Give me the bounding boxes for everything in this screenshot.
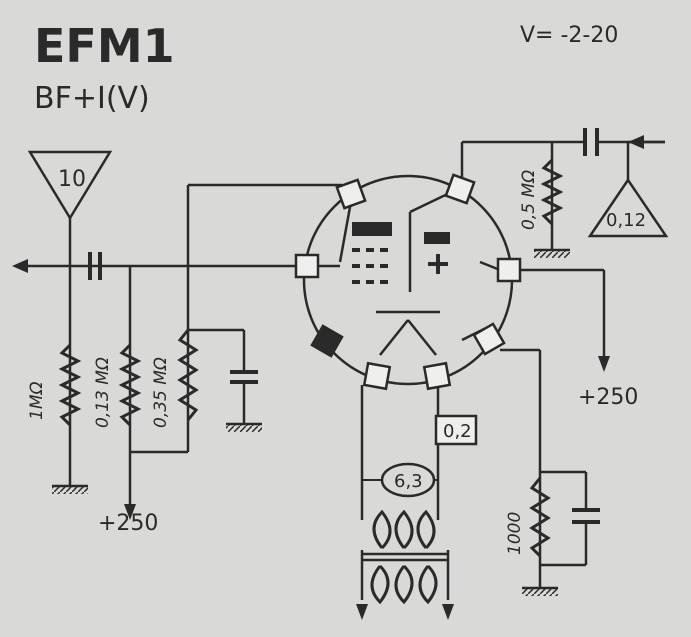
tube-envelope [302, 174, 514, 386]
supply-left: +250 [98, 511, 158, 536]
input-gain-label: 10 [58, 167, 86, 192]
tube-subtitle: BF+I(V) [34, 81, 150, 116]
resistor-1m [58, 343, 82, 427]
label-r-1m: 1MΩ [27, 382, 47, 420]
voltage-spec: V= -2-20 [520, 23, 618, 48]
heater-current: 0,2 [443, 421, 472, 442]
ground-symbols [52, 248, 570, 596]
resistor-013m [118, 343, 142, 427]
output-gain-label: 0,12 [606, 210, 646, 231]
resistors [58, 158, 564, 558]
input-arrow [12, 259, 28, 273]
arrows [12, 135, 644, 620]
resistor-035m [177, 329, 199, 421]
resistor-1000 [529, 477, 551, 558]
tube-pins [294, 173, 522, 391]
tube-electrodes [352, 222, 450, 284]
heater-transformer [370, 509, 438, 605]
resistor-05m [540, 158, 564, 226]
supply-right: +250 [578, 385, 638, 410]
label-r-013: 0,13 MΩ [93, 357, 113, 428]
label-r-05: 0,5 MΩ [519, 170, 539, 230]
heater-current-box [434, 414, 478, 446]
tube-title: EFM1 [34, 19, 175, 73]
output-gain-triangle [587, 177, 669, 238]
input-gain-triangle [27, 150, 113, 221]
coupling-capacitor [88, 128, 600, 524]
label-r-1000: 1000 [505, 512, 525, 555]
heater-voltage: 6,3 [394, 471, 423, 492]
label-r-035: 0,35 MΩ [151, 357, 171, 428]
